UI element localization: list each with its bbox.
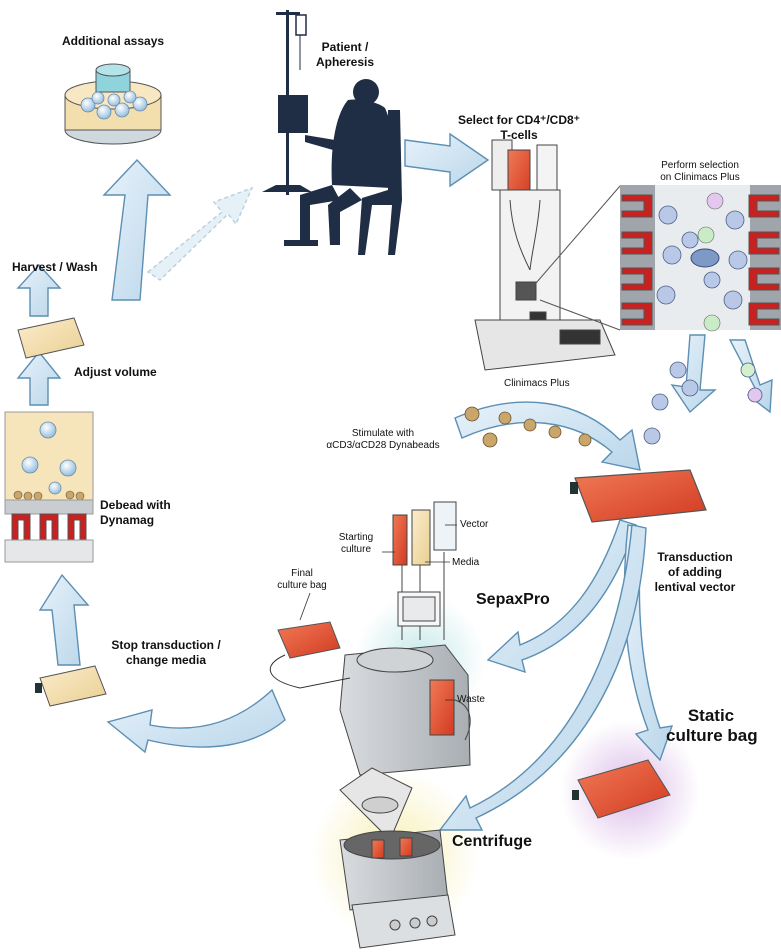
label-stop-line1: Stop transduction /	[111, 638, 221, 652]
label-perform-line1: Perform selection	[661, 160, 739, 171]
label-adjust-volume: Adjust volume	[74, 365, 157, 379]
label-starting-line2: culture	[340, 544, 371, 555]
dynamag-illustration	[4, 411, 94, 563]
label-transduction-line2: of adding	[668, 565, 722, 579]
label-stimulate-line2: αCD3/αCD28 Dynabeads	[326, 440, 440, 451]
label-final-culture-bag: Final culture bag	[270, 568, 334, 592]
stop-transduction-bag	[35, 665, 107, 707]
label-stop-line2: change media	[125, 653, 207, 667]
sepaxpro-machine	[339, 501, 471, 776]
arrow-to-centrifuge	[438, 524, 647, 831]
label-static-line1: Static	[687, 706, 735, 725]
label-vector: Vector	[460, 519, 489, 530]
label-static-culture-bag: Static culture bag	[666, 706, 758, 746]
label-starting-line1: Starting	[338, 532, 374, 543]
patient-silhouette	[262, 10, 402, 255]
label-media: Media	[452, 557, 480, 568]
label-debead-line2: Dynamag	[100, 513, 155, 527]
transduction-bag	[570, 469, 707, 523]
arrow-patient-to-select	[404, 132, 490, 188]
final-culture-bag	[269, 621, 351, 689]
label-final-line2: culture bag	[277, 580, 327, 591]
magnetic-column-panel	[620, 185, 781, 332]
label-clinimacs-plus: Clinimacs Plus	[504, 378, 570, 389]
label-debead: Debead with Dynamag	[100, 498, 171, 528]
label-additional-assays: Additional assays	[62, 34, 165, 48]
zoom-line-2	[539, 299, 621, 331]
label-harvest-wash: Harvest / Wash	[12, 260, 98, 274]
label-select: Select for CD4⁺/CD8⁺ T-cells	[450, 113, 588, 143]
label-starting-culture: Starting culture	[330, 532, 382, 556]
assay-plate-illustration	[64, 63, 162, 145]
label-patient: Patient / Apheresis	[306, 40, 384, 70]
centrifuge-machine	[339, 767, 456, 949]
arrow-to-patient	[146, 186, 254, 281]
label-perform-selection: Perform selection on Clinimacs Plus	[648, 160, 752, 184]
label-sepaxpro: SepaxPro	[476, 591, 550, 608]
static-culture-bag	[572, 759, 671, 819]
dynabeads	[464, 406, 592, 448]
label-select-line1: Select for CD4⁺/CD8⁺	[457, 113, 581, 127]
label-static-line2: culture bag	[666, 726, 758, 745]
label-patient-line1: Patient /	[321, 40, 369, 54]
label-final-line1: Final	[291, 568, 313, 579]
label-centrifuge: Centrifuge	[452, 833, 532, 850]
label-stimulate: Stimulate with αCD3/αCD28 Dynabeads	[318, 428, 448, 452]
separated-cells	[643, 361, 763, 445]
arrow-debead-up	[16, 350, 62, 406]
clinimacs-machine	[474, 139, 616, 371]
arrow-sweep-left	[106, 688, 286, 754]
label-stimulate-line1: Stimulate with	[351, 428, 415, 439]
adjust-volume-bag	[17, 317, 85, 359]
arrow-stimulate	[454, 401, 641, 471]
label-transduction-line3: lentival vector	[654, 580, 736, 594]
label-transduction: Transduction of adding lentival vector	[640, 550, 750, 595]
label-leader-lines	[299, 524, 457, 701]
zoom-line-1	[529, 185, 621, 291]
label-transduction-line1: Transduction	[657, 550, 733, 564]
label-perform-line2: on Clinimacs Plus	[660, 172, 740, 183]
arrow-to-sepax	[486, 519, 637, 674]
label-select-line2: T-cells	[500, 128, 538, 142]
arrow-adjust-up	[16, 263, 62, 317]
arrow-harvest-to-assays	[102, 158, 172, 301]
label-stop-transduction: Stop transduction / change media	[104, 638, 228, 668]
label-debead-line1: Debead with	[100, 498, 171, 512]
label-waste: Waste	[457, 694, 485, 705]
arrow-stop-up	[38, 573, 90, 666]
label-patient-line2: Apheresis	[315, 55, 375, 69]
